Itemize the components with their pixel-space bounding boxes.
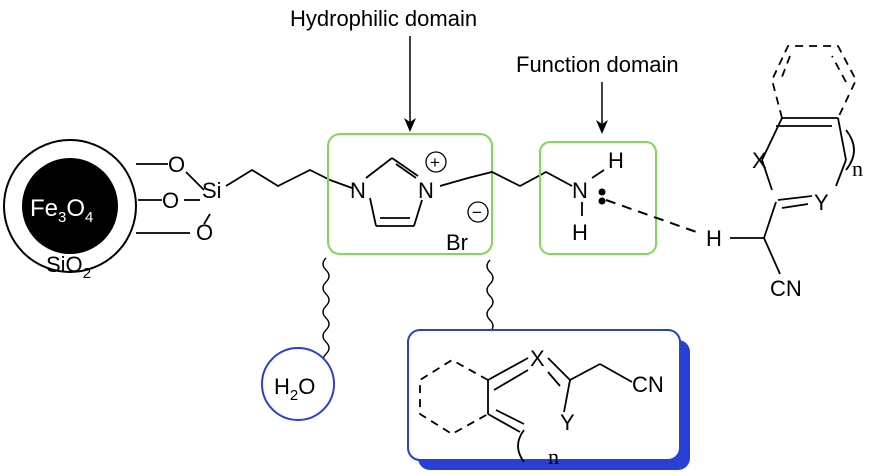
ring-y-box: Y (560, 410, 575, 435)
wavy-link-water (322, 257, 330, 367)
negative-charge-sign: − (472, 203, 482, 222)
oxygen-1: O (168, 152, 185, 177)
imidazole-n1: N (350, 178, 366, 203)
siloxane-linker (136, 163, 331, 234)
substrate-top-structure (730, 117, 855, 275)
ring-n-top: n (852, 156, 863, 181)
imidazole-n3: N (418, 178, 434, 203)
positive-charge (425, 151, 447, 173)
alpha-hydrogen: H (706, 226, 722, 251)
silicon-atom: Si (202, 178, 222, 203)
water-label: H2O (274, 374, 315, 404)
bromide-label: Br (446, 230, 468, 255)
negative-charge (467, 201, 489, 223)
hydrogen-bond (605, 199, 703, 235)
oxygen-2: O (162, 188, 179, 213)
amine-h-bottom: H (572, 220, 588, 245)
hydrophilic-domain-box (327, 133, 493, 255)
substrate-box-structure (487, 357, 633, 463)
nitrile-top: CN (770, 276, 802, 301)
iron-oxide-core (22, 158, 118, 254)
hydrophilic-domain-label: Hydrophilic domain (290, 6, 477, 31)
lone-pair-dot-1 (598, 188, 606, 196)
wavy-link-substrate (486, 259, 494, 333)
nitrile-box: CN (632, 372, 664, 397)
shell-label: SiO2 (46, 252, 91, 282)
function-arrowhead (596, 120, 608, 134)
ring-y-top: Y (814, 190, 829, 215)
positive-charge-sign: + (430, 153, 440, 172)
fused-ring-dashed (771, 45, 858, 119)
lone-pair-dot-2 (598, 197, 606, 205)
ring-x-box: X (530, 346, 545, 371)
hydrophilic-arrowhead (404, 118, 416, 132)
substrate-box-dashed-ring (419, 358, 489, 436)
oxygen-3: O (196, 220, 213, 245)
imidazolium-ring (329, 157, 573, 227)
amine-nitrogen: N (572, 178, 588, 203)
amine-h-top: H (608, 148, 624, 173)
substrate-box (407, 329, 681, 461)
nanoparticle: Fe3O4 SiO2 (3, 139, 137, 282)
ring-n-box: n (548, 444, 559, 469)
ring-x-top: X (752, 148, 767, 173)
water-circle (261, 347, 335, 421)
function-domain-label: Function domain (516, 52, 679, 77)
core-label: Fe3O4 (30, 195, 93, 226)
function-domain-box (539, 141, 657, 255)
